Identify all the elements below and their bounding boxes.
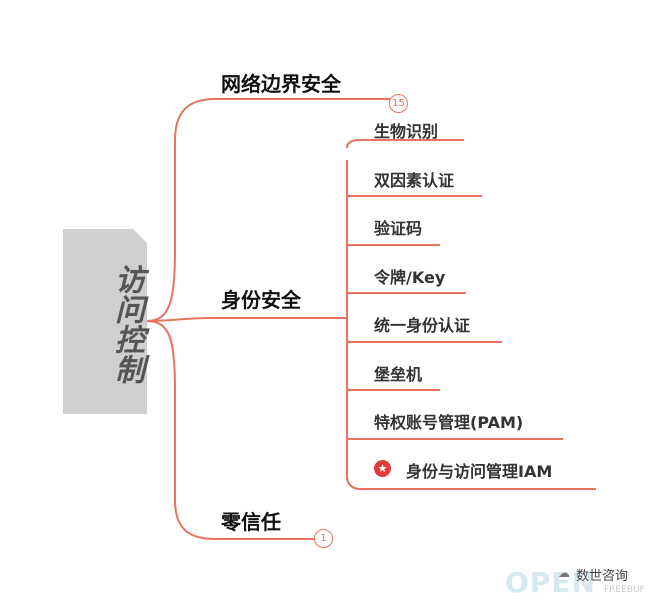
branch-zero-trust-count-badge[interactable]: 1 bbox=[314, 529, 333, 548]
branch-identity-security[interactable]: 身份安全 bbox=[221, 288, 301, 312]
leaf-iam[interactable]: 身份与访问管理IAM bbox=[406, 462, 553, 481]
leaf-biometrics[interactable]: 生物识别 bbox=[374, 122, 439, 141]
branch-network-boundary[interactable]: 网络边界安全 bbox=[221, 72, 341, 96]
connector-zero-trust bbox=[146, 320, 318, 540]
branch-zero-trust[interactable]: 零信任 bbox=[221, 510, 281, 534]
leaf-token-key[interactable]: 令牌/Key bbox=[374, 268, 446, 287]
connector-network-boundary bbox=[146, 98, 390, 322]
wechat-icon: ☁ bbox=[558, 566, 570, 580]
root-node[interactable]: 访问控制 bbox=[63, 229, 147, 414]
watermark-sub: FREEBUF bbox=[604, 585, 645, 595]
branch-network-boundary-count-badge[interactable]: 15 bbox=[389, 94, 408, 113]
connector-identity bbox=[146, 317, 340, 322]
watermark-text: 数世咨询 bbox=[576, 569, 629, 584]
watermark-logo: OPEN bbox=[505, 566, 596, 599]
star-icon: ★ bbox=[374, 460, 391, 477]
leaf-two-factor-auth[interactable]: 双因素认证 bbox=[374, 171, 455, 190]
root-label: 访问控制 bbox=[109, 264, 144, 384]
root-corner-fold bbox=[133, 229, 147, 243]
leaf-pam[interactable]: 特权账号管理(PAM) bbox=[374, 413, 524, 432]
leaf-unified-identity-auth[interactable]: 统一身份认证 bbox=[374, 316, 471, 335]
leaf-bastion-host[interactable]: 堡垒机 bbox=[374, 365, 423, 384]
leaf-captcha[interactable]: 验证码 bbox=[374, 219, 423, 238]
